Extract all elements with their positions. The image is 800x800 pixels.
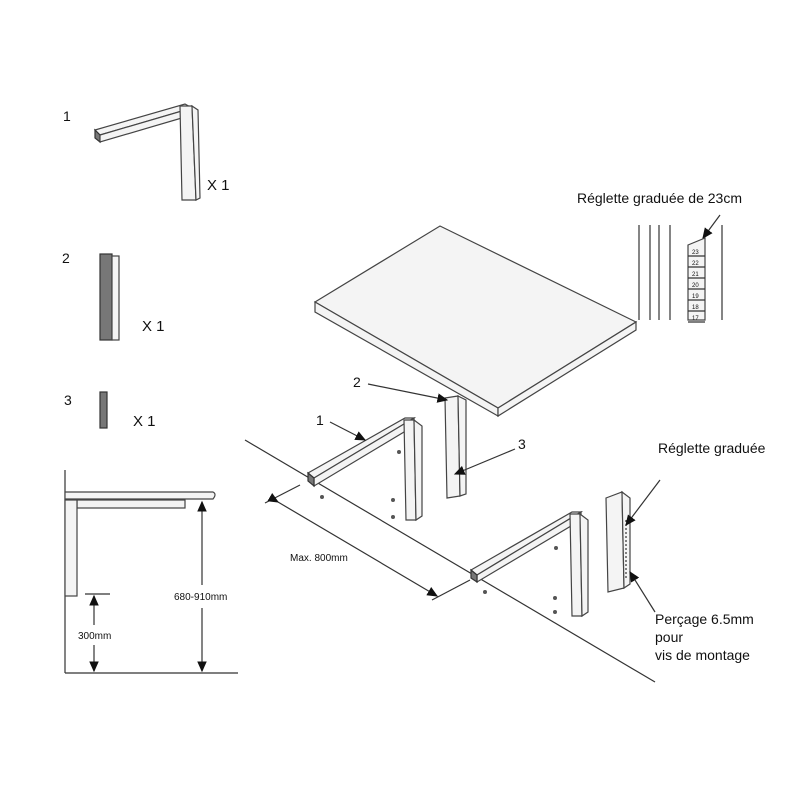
max-width-label: Max. 800mm [290,553,348,564]
side-view [64,470,238,674]
ruler-channel [605,490,631,593]
ruler-tick-label: 22 [692,261,699,267]
ruler-tick-label: 18 [692,305,699,311]
part-3-number: 3 [64,392,72,408]
callout-2: 2 [353,374,361,390]
part-2-number: 2 [62,250,70,266]
part-2-channel [99,253,120,341]
ruler-ticks: 23 22 21 20 19 18 17 [688,250,705,323]
bracket-right [469,510,589,618]
height-range-label: 680-910mm [174,592,227,603]
mounted-channel [444,395,467,499]
callout-1: 1 [316,412,324,428]
part-1-quantity: X 1 [207,177,230,194]
clearance-label: 300mm [78,631,111,642]
tabletop [313,225,638,418]
part-2-quantity: X 1 [142,318,165,335]
bracket-left [306,416,423,522]
ruler-tick-label: 23 [692,250,699,256]
callout-3: 3 [518,436,526,452]
part-3-ruler-piece [99,391,108,429]
reglette-label-line1: Réglette graduée [658,440,766,456]
percage-label-3: vis de montage [655,647,750,663]
ruler-tick-label: 21 [692,272,699,278]
ruler-detail-lines [638,225,723,321]
ruler-detail-title: Réglette graduée de 23cm [577,190,742,206]
percage-label-2: pour [655,629,683,645]
percage-label-1: Perçage 6.5mm [655,611,754,627]
ruler-tick-label: 17 [692,316,699,322]
part-1-bracket [93,103,201,201]
ruler-tick-label: 20 [692,283,699,289]
part-3-quantity: X 1 [133,413,156,430]
ruler-tick-label: 19 [692,294,699,300]
part-1-number: 1 [63,108,71,124]
